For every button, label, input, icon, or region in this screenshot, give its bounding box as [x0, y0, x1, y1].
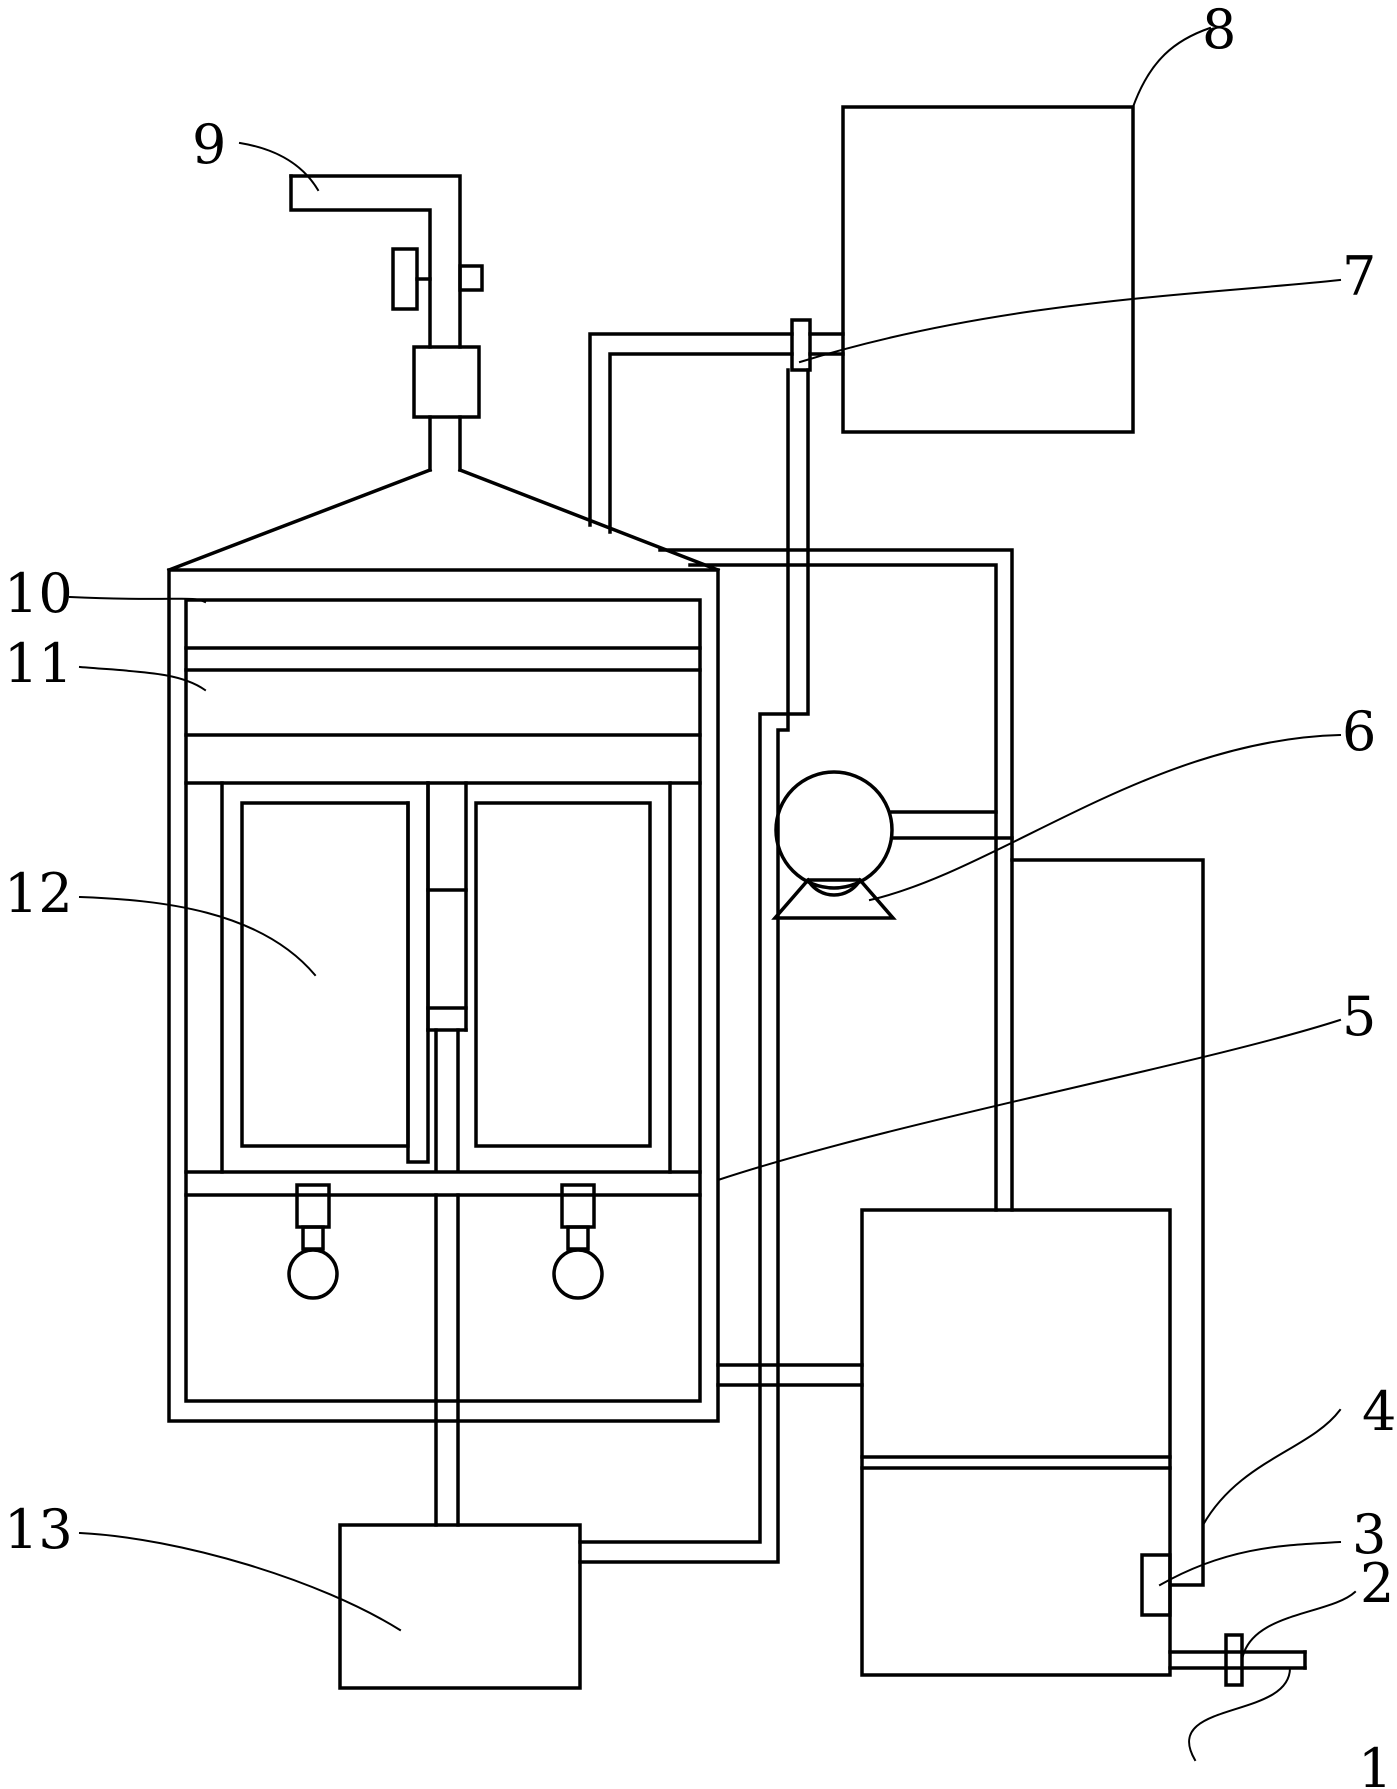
leader-lines	[68, 26, 1357, 1762]
pipe-to-tank-8	[588, 318, 845, 534]
label-11: 11	[4, 632, 73, 695]
label-7: 7	[1342, 245, 1376, 308]
label-8: 8	[1202, 0, 1236, 61]
outlet-pipe-1	[1168, 1633, 1307, 1687]
waste-tank-13	[338, 1523, 582, 1690]
main-tank	[166, 467, 721, 1527]
label-2: 2	[1360, 1552, 1394, 1615]
collection-tank-4	[716, 1208, 1172, 1677]
return-pipe	[578, 368, 810, 1564]
label-5: 5	[1342, 985, 1376, 1048]
label-9: 9	[192, 113, 226, 176]
label-1: 1	[1358, 1737, 1392, 1789]
upper-pipe-loop	[658, 548, 1205, 1587]
labels: 1 2 3 4 5 6 7 8 9 10 11 12 13	[4, 0, 1396, 1789]
label-4: 4	[1362, 1380, 1396, 1443]
label-6: 6	[1342, 700, 1376, 763]
storage-tank-8	[841, 105, 1135, 434]
label-12: 12	[4, 862, 73, 925]
pump-6	[771, 770, 1014, 920]
label-3: 3	[1352, 1503, 1386, 1566]
label-13: 13	[4, 1498, 73, 1561]
label-10: 10	[4, 562, 73, 625]
outlet-pipe-9	[289, 174, 484, 472]
